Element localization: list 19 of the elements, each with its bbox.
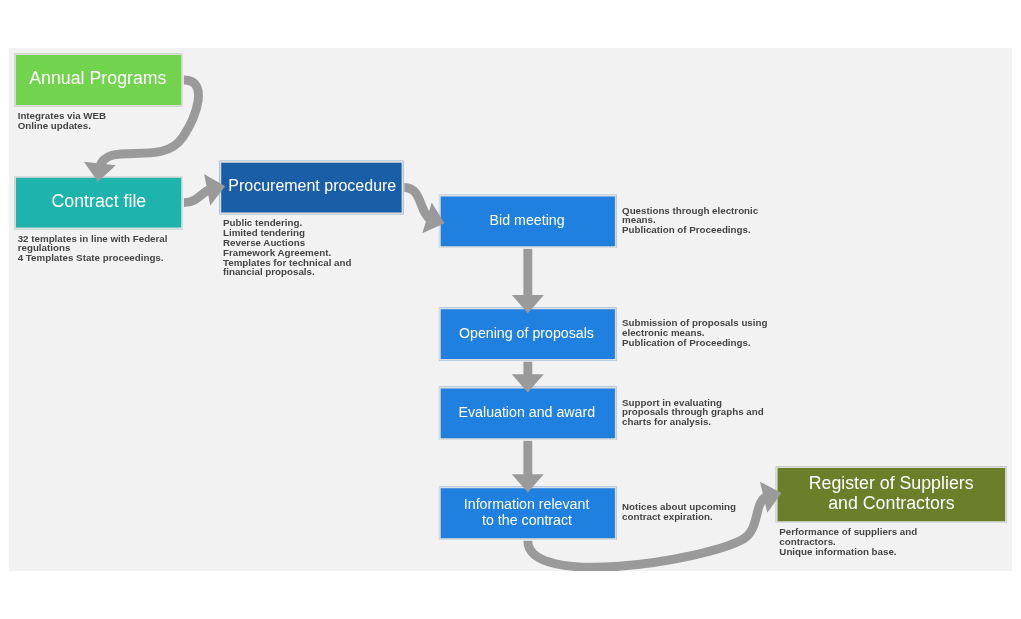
node-label: Publication of Proceedings. (622, 224, 751, 236)
node-label: Unique information base. (779, 545, 897, 557)
node-label: Reverse Auctions (222, 237, 306, 249)
node-label: Publication of Proceedings. (622, 337, 751, 348)
node-label: Questions through electronic means. (622, 204, 759, 226)
arrow (83, 75, 203, 182)
arrow (183, 174, 226, 208)
node-label: Public tendering. (222, 217, 303, 229)
node-label: Notices about upcoming contract expiration. (622, 501, 736, 523)
node-label: Limited tendering (222, 227, 305, 239)
node-label: 4 Templates State proceedings. (17, 252, 164, 264)
arrow (511, 440, 544, 493)
node-label: Submission of proposals using electronic means. (622, 317, 768, 339)
node-label: Framework Agreement. (222, 246, 332, 258)
node-label: Performance of suppliers and contractors. (779, 526, 918, 548)
node-label: Integrates via WEB (17, 109, 107, 121)
arrow (511, 248, 544, 314)
node-label: Support in evaluating proposals through graphs and charts for analysis. (622, 396, 764, 428)
node-label: 32 templates in line with Federal regulations (17, 232, 168, 254)
